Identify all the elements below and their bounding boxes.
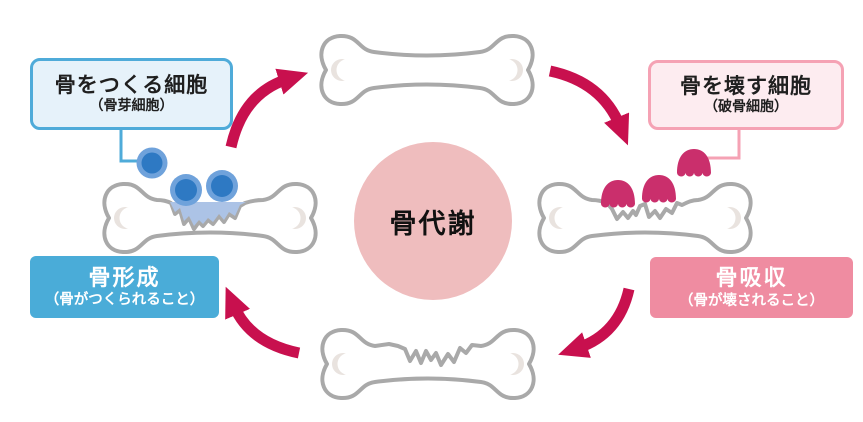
cycle-arrows [225,65,635,359]
resorption-label: 骨吸収 [715,266,788,292]
arrow-top-to-resorption-icon [548,65,630,146]
formation-sublabel: （骨がつくられること） [44,292,205,309]
osteoblast-connector-line [119,130,137,163]
healthy-bone-icon [319,33,535,107]
osteoclast-label-box: 骨を壊す細胞 （破骨細胞） [648,60,844,130]
resorbing-bone-icon [537,181,753,255]
forming-bone-icon [102,181,318,255]
damaged-bone-icon [320,327,536,401]
osteoclast-cells-icon [601,149,711,208]
resorption-sublabel: （骨が壊されること） [679,292,824,309]
arrow-resorption-to-bottom-icon [558,287,635,358]
center-circle: 骨代謝 [354,142,512,300]
osteoclast-label: 骨を壊す細胞 [680,74,812,98]
osteoblast-label: 骨をつくる細胞 [54,73,209,97]
osteoclast-sublabel: （破骨細胞） [704,99,788,116]
formation-label: 骨形成 [88,265,161,291]
osteoblast-label-box: 骨をつくる細胞 （骨芽細胞） [30,58,233,130]
osteoclast-connector-line [700,130,741,160]
center-title: 骨代謝 [389,208,477,240]
osteoblast-sublabel: （骨芽細胞） [89,98,174,115]
arrow-bottom-to-formation-icon [225,286,301,359]
formation-label-box: 骨形成 （骨がつくられること） [30,256,219,318]
osteoblast-cells-icon [136,147,238,206]
new-bone-patch [170,202,246,226]
arrow-formation-to-top-icon [225,68,309,149]
resorption-label-box: 骨吸収 （骨が壊されること） [650,257,853,318]
